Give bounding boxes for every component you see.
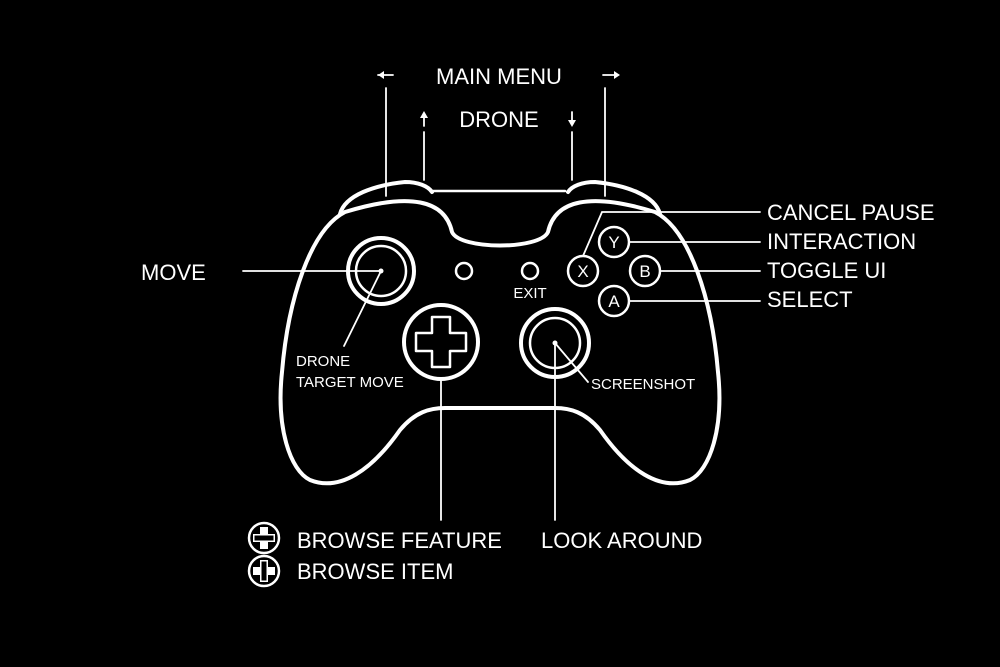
label-look-around: LOOK AROUND (541, 528, 702, 553)
label-toggle-ui: TOGGLE UI (767, 258, 886, 283)
arrow-right-icon (602, 71, 620, 79)
button-a[interactable]: A (597, 284, 631, 318)
view-button[interactable] (454, 261, 474, 281)
arrow-down-icon (568, 111, 576, 127)
leader-screenshot (554, 342, 589, 383)
label-move: MOVE (141, 260, 206, 285)
left-bumper[interactable] (338, 180, 434, 216)
arrow-left-icon (377, 71, 394, 79)
label-screenshot: SCREENSHOT (591, 376, 695, 393)
label-drone-target-line2: TARGET MOVE (296, 374, 404, 391)
leader-drone-target (343, 270, 382, 347)
label-cancel-pause: CANCEL PAUSE (767, 200, 935, 225)
label-drone-target-line1: DRONE (296, 353, 350, 370)
dpad-vertical-icon (247, 521, 281, 555)
button-x[interactable]: X (566, 254, 600, 288)
controller-body (278, 199, 722, 486)
button-b-label: B (639, 262, 650, 281)
dpad[interactable] (402, 303, 480, 381)
button-b[interactable]: B (628, 254, 662, 288)
label-interaction: INTERACTION (767, 229, 916, 254)
button-y[interactable]: Y (597, 225, 631, 259)
button-x-label: X (577, 262, 588, 281)
label-browse-item: BROWSE ITEM (297, 559, 453, 584)
label-exit: EXIT (513, 285, 546, 302)
button-a-label: A (608, 292, 620, 311)
arrow-up-icon (420, 111, 428, 127)
button-y-label: Y (608, 233, 619, 252)
label-drone: DRONE (459, 107, 538, 132)
exit-button[interactable] (520, 261, 540, 281)
label-main-menu: MAIN MENU (436, 64, 562, 89)
dpad-horizontal-icon (247, 554, 281, 588)
leader-cancel-pause (582, 211, 761, 257)
right-bumper[interactable] (566, 180, 662, 216)
label-select: SELECT (767, 287, 853, 312)
label-browse-feature: BROWSE FEATURE (297, 528, 502, 553)
